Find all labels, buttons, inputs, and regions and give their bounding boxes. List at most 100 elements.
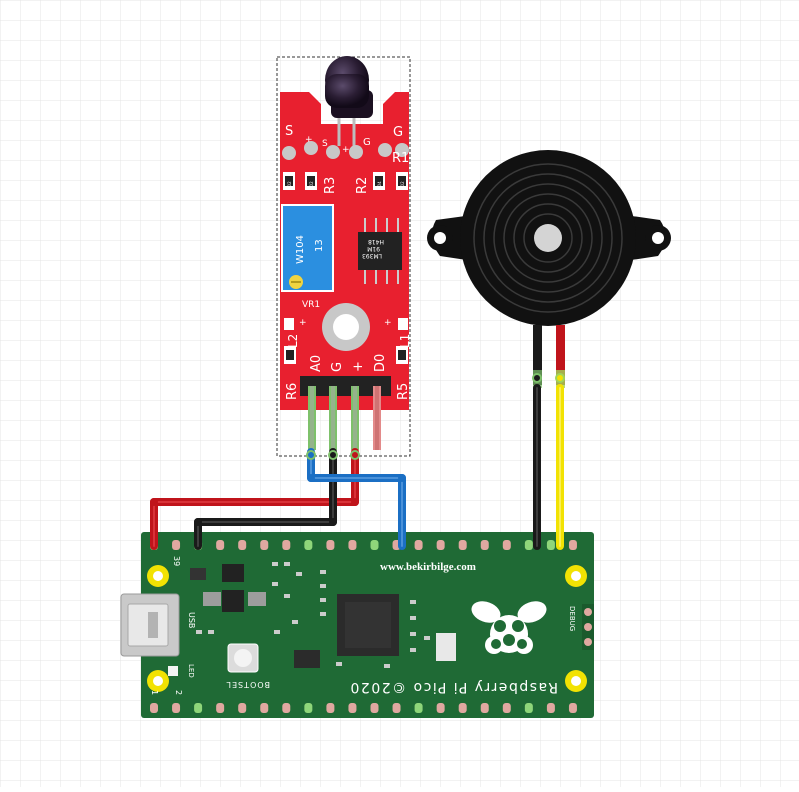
pico-pin-top <box>260 540 269 550</box>
sensor-label-g: G <box>363 137 371 148</box>
bootsel-label: BOOTSEL <box>226 680 270 689</box>
pico-pin-top <box>370 540 379 550</box>
piezo-buzzer <box>427 150 671 388</box>
micro-usb-socket <box>148 612 158 638</box>
smd-components <box>196 562 430 668</box>
lm393-chip <box>358 232 402 270</box>
sensor-label-r5: R5 <box>396 383 411 400</box>
pico-pin-bottom <box>436 703 445 713</box>
pico-pin-top <box>480 540 489 550</box>
pico-pin-bottom <box>480 703 489 713</box>
pico-pin-top <box>524 540 533 550</box>
ir-led <box>325 56 373 146</box>
led-label: LED <box>187 664 195 678</box>
pico-pin-top <box>348 540 357 550</box>
pico-pin-bottom <box>238 703 247 713</box>
sensor-label-plus5: + <box>351 361 366 372</box>
pico-pin-bottom <box>370 703 379 713</box>
pico-pin-top <box>326 540 335 550</box>
crystal <box>436 633 456 661</box>
sensor-label-l2: L2 <box>286 334 300 348</box>
pico-pin-top <box>458 540 467 550</box>
resistor-code: 102 <box>400 181 405 189</box>
pico-pin-top <box>282 540 291 550</box>
sensor-label-r3: R3 <box>323 177 338 194</box>
pico-pin-bottom <box>194 703 203 713</box>
resistor-code: 104 <box>377 181 382 189</box>
pico-pin-bottom <box>282 703 291 713</box>
pico-pin-top <box>238 540 247 550</box>
sensor-header-pins <box>308 386 381 450</box>
wire-endpoints <box>150 373 565 526</box>
pico-pin-bottom <box>568 703 577 713</box>
inductor <box>248 592 266 606</box>
sensor-label-g2: G <box>393 125 403 140</box>
sensor-label-d0: D0 <box>373 354 388 372</box>
pin-number-1: 1 <box>150 690 159 695</box>
pico-pin-bottom <box>348 703 357 713</box>
pico-pin-bottom <box>260 703 269 713</box>
pot-label-13: 13 <box>314 239 325 252</box>
pico-pin-top <box>216 540 225 550</box>
chip-label-h418: H418 <box>368 238 384 245</box>
status-led <box>168 666 178 676</box>
sensor-label-plus3: + <box>299 318 307 328</box>
pico-pin-bottom <box>546 703 555 713</box>
ic-component <box>222 590 244 612</box>
potentiometer[interactable] <box>281 204 334 292</box>
sensor-label-r1: R1 <box>392 151 409 166</box>
wires <box>150 384 564 550</box>
pico-brand-text: Raspberry Pi Pico ©2020 <box>349 679 558 695</box>
pico-pin-bottom <box>502 703 511 713</box>
ic-component <box>222 564 244 582</box>
pico-pin-bottom <box>392 703 401 713</box>
watermark-text: www.bekirbilge.com <box>380 561 476 573</box>
led-pads <box>282 141 409 160</box>
sensor-label-plus: + <box>305 135 313 145</box>
pico-pin-bottom <box>458 703 467 713</box>
debug-label: DEBUG <box>568 606 576 631</box>
pico-pin-bottom <box>414 703 423 713</box>
pico-pin-bottom <box>150 703 158 713</box>
pico-pin-bottom <box>172 703 181 713</box>
flame-sensor-module: S + S + G G R1 R3 R2 W104 13 LM393 H418 … <box>276 56 412 457</box>
flash-chip <box>294 650 320 668</box>
sensor-label-r2: R2 <box>355 177 370 194</box>
ic-component <box>190 568 206 580</box>
chip-label-lm393: LM393 <box>362 252 382 259</box>
pico-pin-top <box>172 540 181 550</box>
pin-number-39: 39 <box>172 556 181 566</box>
pot-label-w104: W104 <box>295 235 306 264</box>
sensor-label-s2: S <box>322 139 328 149</box>
pico-pin-top <box>568 540 577 550</box>
sensor-label-plus4: + <box>384 318 392 328</box>
pico-pin-row-bottom <box>150 703 577 713</box>
resistor-row <box>283 172 408 190</box>
pico-pin-bottom <box>326 703 335 713</box>
sensor-label-plus2: + <box>342 145 350 155</box>
sensor-label-s: S <box>285 124 293 139</box>
pico-pin-bottom <box>216 703 225 713</box>
resistor-code: 102 <box>287 181 292 189</box>
sensor-label-g3: G <box>330 362 345 372</box>
pico-pin-top <box>546 540 555 550</box>
chip-label-91m: 91M <box>367 245 380 252</box>
sensor-header <box>300 376 391 396</box>
pico-pin-top <box>502 540 511 550</box>
sensor-pcb <box>280 92 409 410</box>
sensor-label-r6: R6 <box>285 383 300 400</box>
sensor-label-a0: A0 <box>309 355 324 372</box>
pico-pin-top <box>304 540 313 550</box>
usb-label: USB <box>187 612 196 628</box>
pico-pin-bottom <box>524 703 533 713</box>
buzzer-center <box>534 224 562 252</box>
raspberry-pi-pico: www.bekirbilge.com Raspberry Pi Pico ©20… <box>120 532 594 718</box>
sensor-label-l1: L1 <box>398 334 412 348</box>
inductor <box>203 592 221 606</box>
pico-pin-top <box>436 540 445 550</box>
pico-pin-bottom <box>304 703 313 713</box>
pico-pin-top <box>414 540 423 550</box>
sensor-label-vr1: VR1 <box>302 300 320 310</box>
